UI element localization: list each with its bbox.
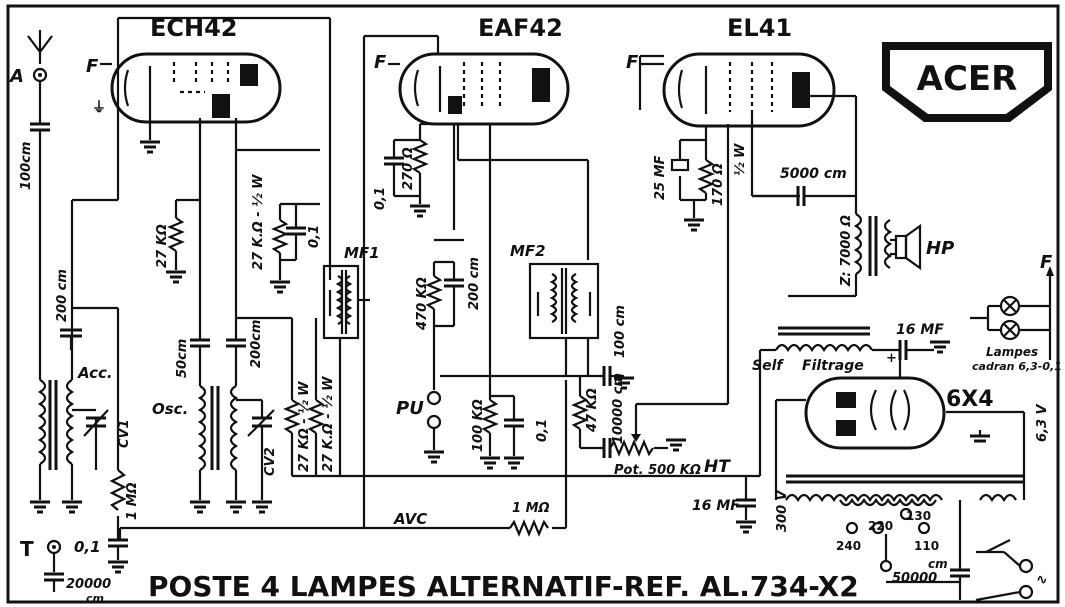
label-cv2: CV2	[263, 447, 278, 476]
cap-100cm-b: 100 cm	[613, 305, 628, 358]
label-300v: 300 V	[775, 489, 790, 532]
filter-choke	[775, 326, 873, 353]
label-antenna: A	[8, 66, 24, 87]
rectifier-6x4-tube	[804, 376, 946, 450]
heater-ground-mark-1: ⏚	[92, 100, 106, 116]
page-title: POSTE 4 LAMPES ALTERNATIF-REF. AL.734-X2	[148, 570, 859, 603]
tube-label-el41: EL41	[727, 14, 792, 42]
mf2-transformer	[528, 262, 600, 340]
resistor-1mohm-a	[109, 308, 127, 540]
label-self: Self	[752, 358, 784, 374]
label-osc: Osc.	[152, 400, 188, 418]
cap-01-a: 0,1	[74, 538, 101, 556]
res-470k: 470 KΩ	[415, 277, 430, 331]
cap-20000: 20000	[66, 577, 111, 592]
pilot-lamp-1	[999, 295, 1021, 317]
antenna-symbol	[27, 30, 53, 83]
el41-tube	[662, 52, 836, 128]
mains-plug-symbol: ∿	[1036, 572, 1048, 588]
cap-01-c: 0,1	[373, 187, 388, 210]
label-cadran: cadran 6,3-0,1	[972, 360, 1062, 373]
cv2-capacitor	[236, 398, 275, 514]
label-cv1: CV1	[117, 419, 132, 448]
cap-200cm-a: 200 cm	[55, 269, 70, 322]
res-100k: 100 KΩ	[471, 399, 486, 452]
label-acc: Acc.	[77, 364, 113, 382]
resistor-270	[411, 139, 429, 174]
cap-20000-unit: cm	[86, 592, 104, 605]
resistor-27k-half-a	[271, 219, 289, 254]
label-filtrage: Filtrage	[802, 358, 864, 374]
cap-10000: 10000 cm	[611, 373, 626, 444]
label-f2: F	[374, 52, 387, 73]
label-pu: PU	[396, 398, 424, 419]
res-1mohm-a: 1 MΩ	[125, 482, 140, 520]
res-27k-half-c: 27 K.Ω - ½ W	[321, 376, 336, 472]
cap-200cm-b: 200cm	[249, 320, 264, 368]
pilot-lamp-2	[999, 319, 1021, 341]
res-27k-half-a: 27 K.Ω - ½ W	[251, 174, 266, 270]
res-27k-half-b: 27 KΩ - ½ W	[297, 381, 312, 472]
acer-logo: ACER	[882, 42, 1052, 122]
osc-coil	[197, 385, 239, 471]
resistor-170	[697, 159, 715, 194]
label-earth: T	[20, 537, 34, 561]
resistor-100k	[481, 399, 499, 434]
cap-01-b: 0,1	[307, 225, 322, 248]
ech42-tube	[110, 52, 282, 124]
resistor-27k-a	[167, 217, 185, 252]
resistor-27k-half-b	[283, 399, 301, 434]
cap-50cm: 50cm	[175, 339, 190, 378]
res-27k-a: 27 KΩ	[155, 224, 170, 268]
label-z: Z: 7000 Ω	[839, 215, 854, 287]
tube-label-6x4: 6X4	[946, 387, 994, 412]
tap-110: 110	[914, 539, 939, 553]
label-f1: F	[86, 56, 99, 77]
eaf42-tube	[398, 52, 570, 126]
cap-16mf-a: 16 MF	[896, 322, 944, 338]
cap-100cm: 100cm	[19, 142, 34, 190]
resistor-470k	[425, 275, 443, 310]
cap-16mf-b: 16 MF	[692, 498, 740, 514]
mains-transformer	[785, 474, 1024, 507]
resistor-27k-half-c	[307, 399, 325, 434]
label-ht: HT	[704, 457, 731, 477]
cap-01-d: 0,1	[535, 419, 550, 442]
label-6v3: 6,3 V	[1035, 403, 1050, 442]
output-transformer	[853, 213, 893, 276]
cap-200cm-c: 200 cm	[467, 257, 482, 310]
cv1-capacitor	[72, 408, 109, 470]
tube-label-eaf42: EAF42	[478, 14, 563, 42]
pot-500k: Pot. 500 KΩ	[614, 463, 701, 478]
res-270: 270 Ω	[401, 147, 416, 190]
cap-5000: 5000 cm	[780, 166, 847, 182]
cap-50000-unit: cm	[928, 557, 948, 571]
tap-240: 240	[836, 539, 861, 553]
acc-coil	[37, 379, 75, 470]
page-frame	[6, 4, 1060, 604]
loudspeaker	[890, 223, 922, 271]
cap-50000: 50000	[892, 571, 937, 586]
res-47k: 47 KΩ	[585, 388, 600, 433]
label-half-w: ½ W	[733, 143, 748, 176]
volume-potentiometer	[609, 439, 654, 457]
resistor-47k	[571, 395, 589, 430]
label-f3: F	[626, 52, 639, 73]
cap-25mf: 25 MF	[653, 155, 668, 200]
label-mf1: MF1	[344, 244, 380, 262]
tap-220: 220	[868, 519, 893, 533]
resistor-1mohm-b	[509, 519, 549, 537]
label-lampes: Lampes	[986, 345, 1038, 359]
label-mf2: MF2	[510, 242, 546, 260]
label-avc: AVC	[393, 510, 427, 528]
res-1mohm-b: 1 MΩ	[512, 501, 550, 516]
polarity-plus-a: +	[886, 351, 897, 366]
mf1-transformer	[322, 264, 360, 340]
tap-130: 130	[906, 509, 931, 523]
acer-logo-text: ACER	[917, 59, 1018, 99]
res-170: 170 Ω	[711, 163, 726, 206]
label-hp: HP	[926, 238, 954, 259]
